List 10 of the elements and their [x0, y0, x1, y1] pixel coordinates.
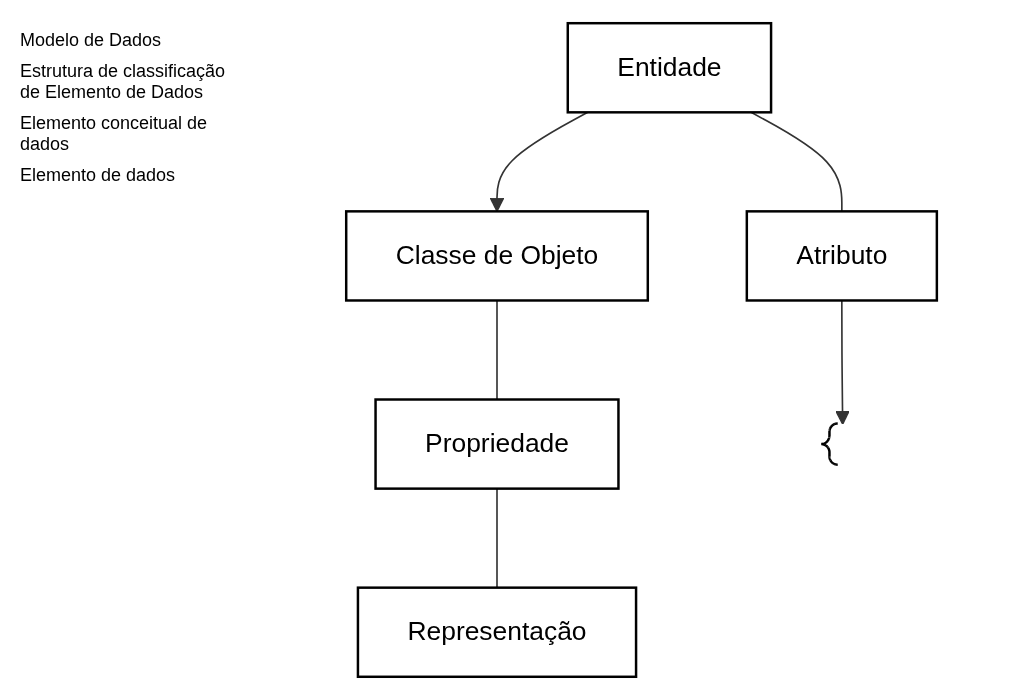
process-box: Propriedade [374, 398, 620, 490]
bracket-shape [819, 422, 839, 466]
process-box: Classe de Objeto [344, 210, 649, 302]
process-box: Entidade [566, 21, 773, 114]
note-label: Elemento de dados [20, 165, 177, 186]
note-label: Estrutura de classificação de Elemento de Dados [20, 61, 227, 103]
note-label: Elemento conceitual de dados [20, 113, 209, 155]
process-box: Representação [356, 586, 638, 678]
process-box: Atributo [745, 210, 939, 302]
note-label: Modelo de Dados [20, 30, 163, 51]
